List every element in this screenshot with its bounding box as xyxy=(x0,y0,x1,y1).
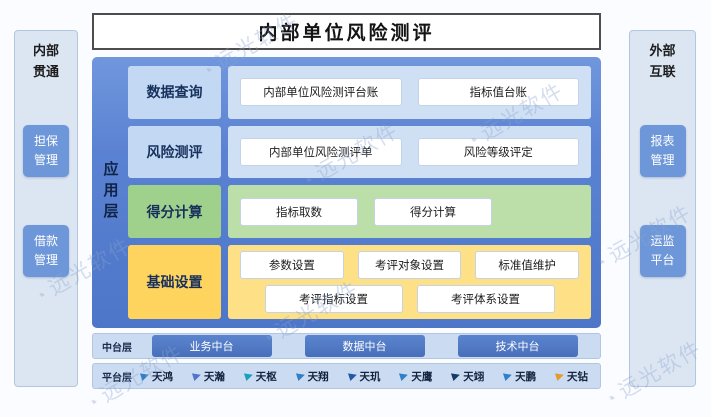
middle-platform-items: 业务中台 数据中台 技术中台 xyxy=(135,335,594,357)
platform-item-label: 天枢 xyxy=(255,370,277,383)
basic-settings-line-2: 考评指标设置 考评体系设置 xyxy=(240,285,579,314)
row-score-calculation-body: 指标取数 得分计算 xyxy=(228,185,591,239)
platform-item-label: 天翊 xyxy=(463,370,485,383)
ops-monitor-platform-button[interactable]: 运监平台 xyxy=(639,224,686,278)
right-panel-external-connect: 外部互联 报表管理 运监平台 xyxy=(629,30,696,387)
platform-item: 天翔 xyxy=(295,369,329,384)
tech-middle-platform-button[interactable]: 技术中台 xyxy=(457,335,578,357)
module-eval-system-settings[interactable]: 考评体系设置 xyxy=(416,285,555,314)
basic-settings-line-1: 参数设置 考评对象设置 标准值维护 xyxy=(240,251,580,280)
business-middle-platform-button[interactable]: 业务中台 xyxy=(151,335,272,357)
bird-icon xyxy=(399,370,410,382)
application-layer-rows: 数据查询 内部单位风险测评台账 指标值台账 风险测评 内部单位风险测评单 风险等… xyxy=(128,66,591,320)
platform-item: 天鹰 xyxy=(399,369,433,384)
data-middle-platform-button[interactable]: 数据中台 xyxy=(304,335,425,357)
application-layer-label: 应用层 xyxy=(101,161,119,224)
row-basic-settings: 基础设置 参数设置 考评对象设置 标准值维护 考评指标设置 考评体系设置 xyxy=(128,245,591,320)
platform-layer-items: 天鸿 天瀚 天枢 天翔 天玑 天鹰 天翊 天鹏 天钻 xyxy=(135,369,594,384)
row-data-query: 数据查询 内部单位风险测评台账 指标值台账 xyxy=(128,66,591,119)
loan-management-button[interactable]: 借款管理 xyxy=(23,224,69,278)
middle-platform-bar: 中台层 业务中台 数据中台 技术中台 xyxy=(92,333,601,359)
bird-icon xyxy=(139,370,151,382)
row-data-query-body: 内部单位风险测评台账 指标值台账 xyxy=(228,66,591,119)
module-risk-eval-ledger[interactable]: 内部单位风险测评台账 xyxy=(240,78,402,107)
bird-icon xyxy=(451,370,462,382)
module-risk-grade-rating[interactable]: 风险等级评定 xyxy=(417,138,579,166)
application-layer-panel: 应用层 数据查询 内部单位风险测评台账 指标值台账 风险测评 内部单位风险测评单… xyxy=(92,57,601,328)
bird-icon xyxy=(554,370,566,382)
module-eval-object-settings[interactable]: 考评对象设置 xyxy=(357,251,462,280)
platform-item-label: 天鹰 xyxy=(411,370,433,383)
platform-layer-label: 平台层 xyxy=(102,372,132,384)
platform-item: 天瀚 xyxy=(191,369,225,384)
bird-icon xyxy=(503,370,514,382)
row-risk-assessment: 风险测评 内部单位风险测评单 风险等级评定 xyxy=(128,125,591,179)
platform-item-label: 天玑 xyxy=(359,370,381,383)
module-indicator-fetch[interactable]: 指标取数 xyxy=(240,197,358,226)
platform-item-label: 天翔 xyxy=(307,370,329,383)
module-indicator-value-ledger[interactable]: 指标值台账 xyxy=(417,78,579,107)
row-basic-settings-header: 基础设置 xyxy=(128,245,221,320)
bird-icon xyxy=(347,370,358,382)
module-parameter-settings[interactable]: 参数设置 xyxy=(240,251,344,280)
platform-item-label: 天鸿 xyxy=(152,370,173,383)
platform-item: 天翊 xyxy=(451,369,485,384)
module-standard-value-maintenance[interactable]: 标准值维护 xyxy=(475,251,580,280)
row-score-calculation: 得分计算 指标取数 得分计算 xyxy=(128,185,591,239)
platform-item: 天枢 xyxy=(243,369,277,384)
row-risk-assessment-body: 内部单位风险测评单 风险等级评定 xyxy=(228,125,591,179)
platform-item: 天鹏 xyxy=(503,369,537,384)
module-risk-eval-form[interactable]: 内部单位风险测评单 xyxy=(240,138,402,166)
row-data-query-header: 数据查询 xyxy=(128,66,221,119)
page-title: 内部单位风险测评 xyxy=(92,13,601,50)
row-risk-assessment-header: 风险测评 xyxy=(128,125,221,179)
platform-item-label: 天鹏 xyxy=(515,370,537,383)
report-management-button[interactable]: 报表管理 xyxy=(639,124,686,177)
right-panel-label: 外部互联 xyxy=(649,43,676,79)
bird-icon xyxy=(295,370,306,382)
bird-icon xyxy=(191,370,202,382)
bird-icon xyxy=(243,370,254,382)
platform-item: 天玑 xyxy=(347,369,381,384)
platform-layer-bar: 平台层 天鸿 天瀚 天枢 天翔 天玑 天鹰 天翊 天鹏 天钻 xyxy=(92,363,601,389)
left-panel-label: 内部贯通 xyxy=(32,43,59,79)
module-eval-indicator-settings[interactable]: 考评指标设置 xyxy=(264,285,403,314)
platform-item-label: 天钻 xyxy=(567,370,588,383)
platform-item: 天鸿 xyxy=(139,369,173,384)
platform-item-label: 天瀚 xyxy=(203,370,225,383)
module-score-calc[interactable]: 得分计算 xyxy=(374,197,492,226)
row-basic-settings-body: 参数设置 考评对象设置 标准值维护 考评指标设置 考评体系设置 xyxy=(228,245,591,320)
left-panel-internal-connect: 内部贯通 担保管理 借款管理 xyxy=(14,30,78,387)
row-score-calculation-header: 得分计算 xyxy=(128,185,221,239)
middle-platform-label: 中台层 xyxy=(102,342,132,354)
platform-item: 天钻 xyxy=(554,369,588,384)
guarantee-management-button[interactable]: 担保管理 xyxy=(23,124,69,177)
